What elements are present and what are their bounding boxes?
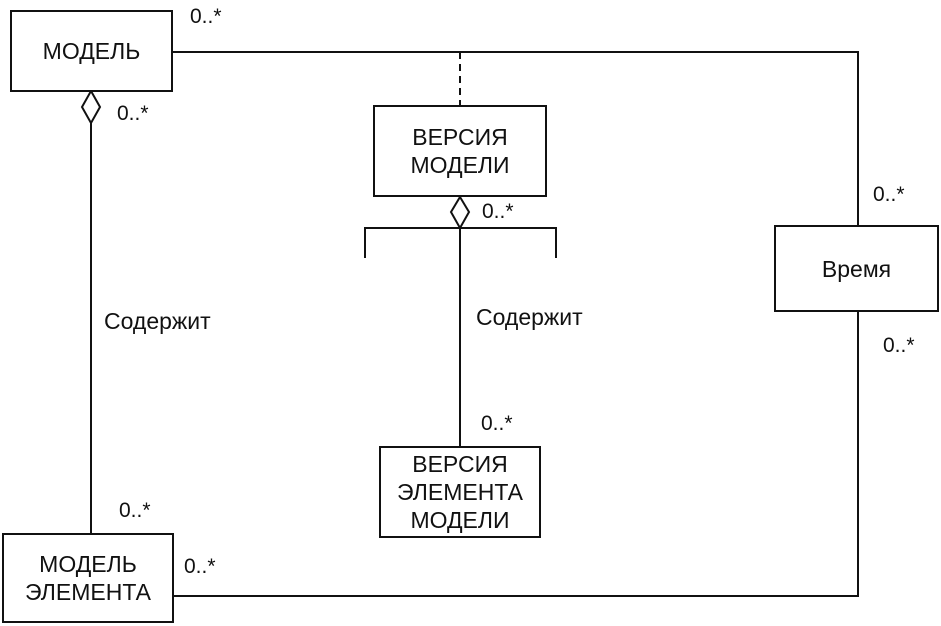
class-model: МОДЕЛЬ (10, 10, 173, 92)
class-model-version: ВЕРСИЯ МОДЕЛИ (373, 105, 547, 197)
multiplicity-element-model-right: 0..* (184, 555, 216, 578)
class-element-model-label: МОДЕЛЬ ЭЛЕМЕНТА (25, 551, 151, 605)
aggregation-diamond-left (80, 88, 102, 126)
time-element-connector (172, 312, 859, 597)
qualifier-bracket (364, 227, 557, 258)
multiplicity-version-bottom: 0..* (482, 200, 514, 223)
class-element-version: ВЕРСИЯ ЭЛЕМЕНТА МОДЕЛИ (379, 446, 541, 538)
association-label-center: Содержит (476, 304, 583, 330)
multiplicity-time-top: 0..* (873, 183, 905, 206)
multiplicity-time-bottom: 0..* (883, 334, 915, 357)
multiplicity-model-top: 0..* (190, 5, 222, 28)
multiplicity-element-version-top: 0..* (481, 412, 513, 435)
association-label-left: Содержит (104, 308, 211, 334)
class-element-version-label: ВЕРСИЯ ЭЛЕМЕНТА МОДЕЛИ (397, 451, 523, 533)
multiplicity-model-bottom: 0..* (117, 102, 149, 125)
multiplicity-element-model-top: 0..* (119, 499, 151, 522)
class-model-version-label: ВЕРСИЯ МОДЕЛИ (410, 124, 510, 178)
class-time-label: Время (821, 255, 892, 282)
class-time: Время (774, 225, 939, 312)
model-time-connector (172, 51, 859, 225)
aggregation-diamond-center (449, 195, 471, 231)
class-element-model: МОДЕЛЬ ЭЛЕМЕНТА (2, 533, 174, 623)
class-model-label: МОДЕЛЬ (42, 38, 141, 64)
